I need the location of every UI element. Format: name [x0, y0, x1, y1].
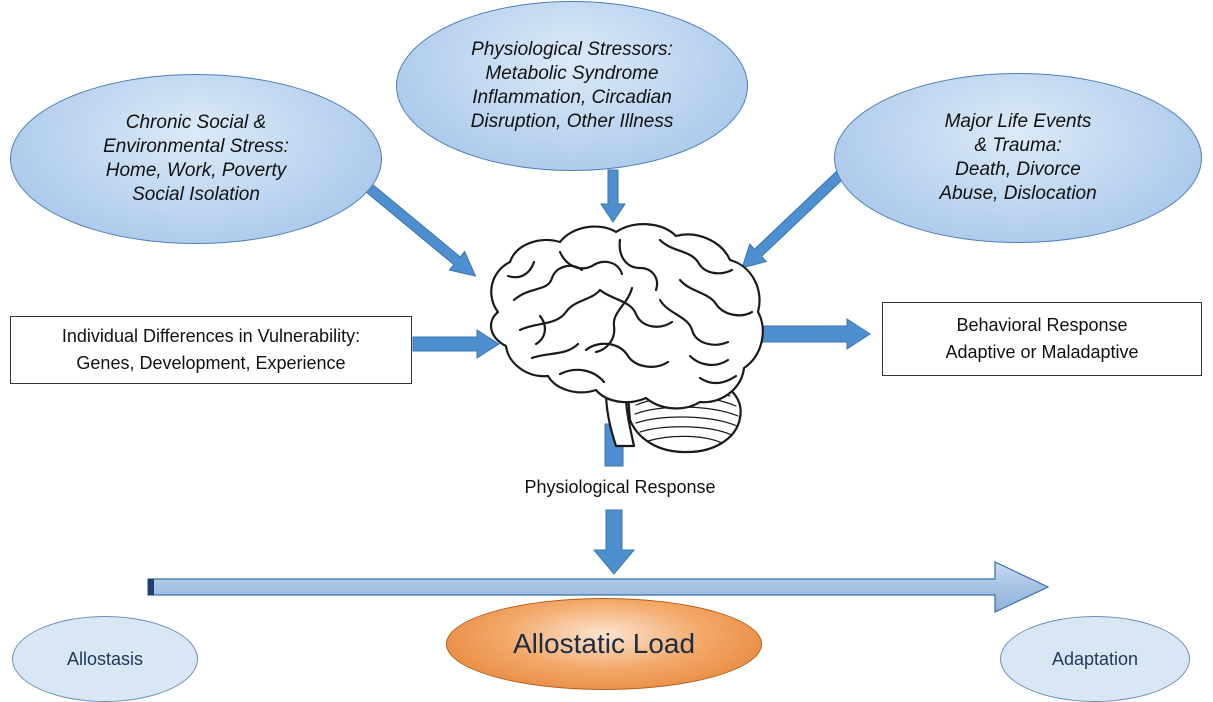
- chronic-stress-line-1: Chronic Social &: [125, 112, 267, 133]
- major-life-events-node: Major Life Events & Trauma: Death, Divor…: [834, 73, 1202, 243]
- adaptation-node: Adaptation: [1000, 616, 1190, 702]
- arrow-physio-to-brain: [600, 169, 626, 223]
- adaptation-label: Adaptation: [1051, 648, 1139, 669]
- individual-vulnerability-box: Individual Differences in Vulnerability:…: [10, 316, 412, 384]
- arrow-brain-to-behavioral: [761, 318, 871, 350]
- behavioral-line-2: Adaptive or Maladaptive: [945, 342, 1139, 362]
- major-events-line-2: & Trauma:: [974, 135, 1062, 156]
- arrow-vulnerability-to-brain: [412, 329, 500, 359]
- allostasis-node: Allostasis: [12, 616, 198, 702]
- arrow-chronic-to-brain: [359, 178, 477, 277]
- chronic-social-stress-node: Chronic Social & Environmental Stress: H…: [10, 74, 382, 244]
- physio-stressors-line-2: Metabolic Syndrome: [485, 63, 659, 84]
- behavioral-response-box: Behavioral Response Adaptive or Maladapt…: [882, 302, 1202, 376]
- behavioral-line-1: Behavioral Response: [956, 315, 1128, 335]
- chronic-stress-line-3: Home, Work, Poverty: [105, 160, 287, 181]
- major-events-line-4: Abuse, Dislocation: [939, 183, 1097, 204]
- arrow-events-to-brain: [741, 170, 845, 269]
- physiological-response-label: Physiological Response: [524, 477, 716, 497]
- major-events-line-1: Major Life Events: [944, 111, 1092, 132]
- chronic-stress-line-4: Social Isolation: [132, 184, 260, 205]
- allostatic-load-label: Allostatic Load: [512, 628, 696, 659]
- arrow-physiological-to-load: [592, 509, 636, 575]
- vulnerability-line-1: Individual Differences in Vulnerability:: [61, 326, 361, 346]
- physiological-stressors-node: Physiological Stressors: Metabolic Syndr…: [396, 1, 748, 171]
- continuum-arrow: [147, 561, 1050, 613]
- physio-stressors-line-3: Inflammation, Circadian: [472, 87, 672, 108]
- allostasis-label: Allostasis: [66, 648, 144, 669]
- major-events-line-3: Death, Divorce: [955, 159, 1081, 180]
- chronic-stress-line-2: Environmental Stress:: [103, 136, 289, 157]
- physio-stressors-line-1: Physiological Stressors:: [471, 39, 673, 60]
- allostatic-load-node: Allostatic Load: [446, 598, 762, 690]
- physio-stressors-line-4: Disruption, Other Illness: [470, 111, 674, 132]
- vulnerability-line-2: Genes, Development, Experience: [76, 353, 346, 373]
- brain-icon: [489, 223, 764, 454]
